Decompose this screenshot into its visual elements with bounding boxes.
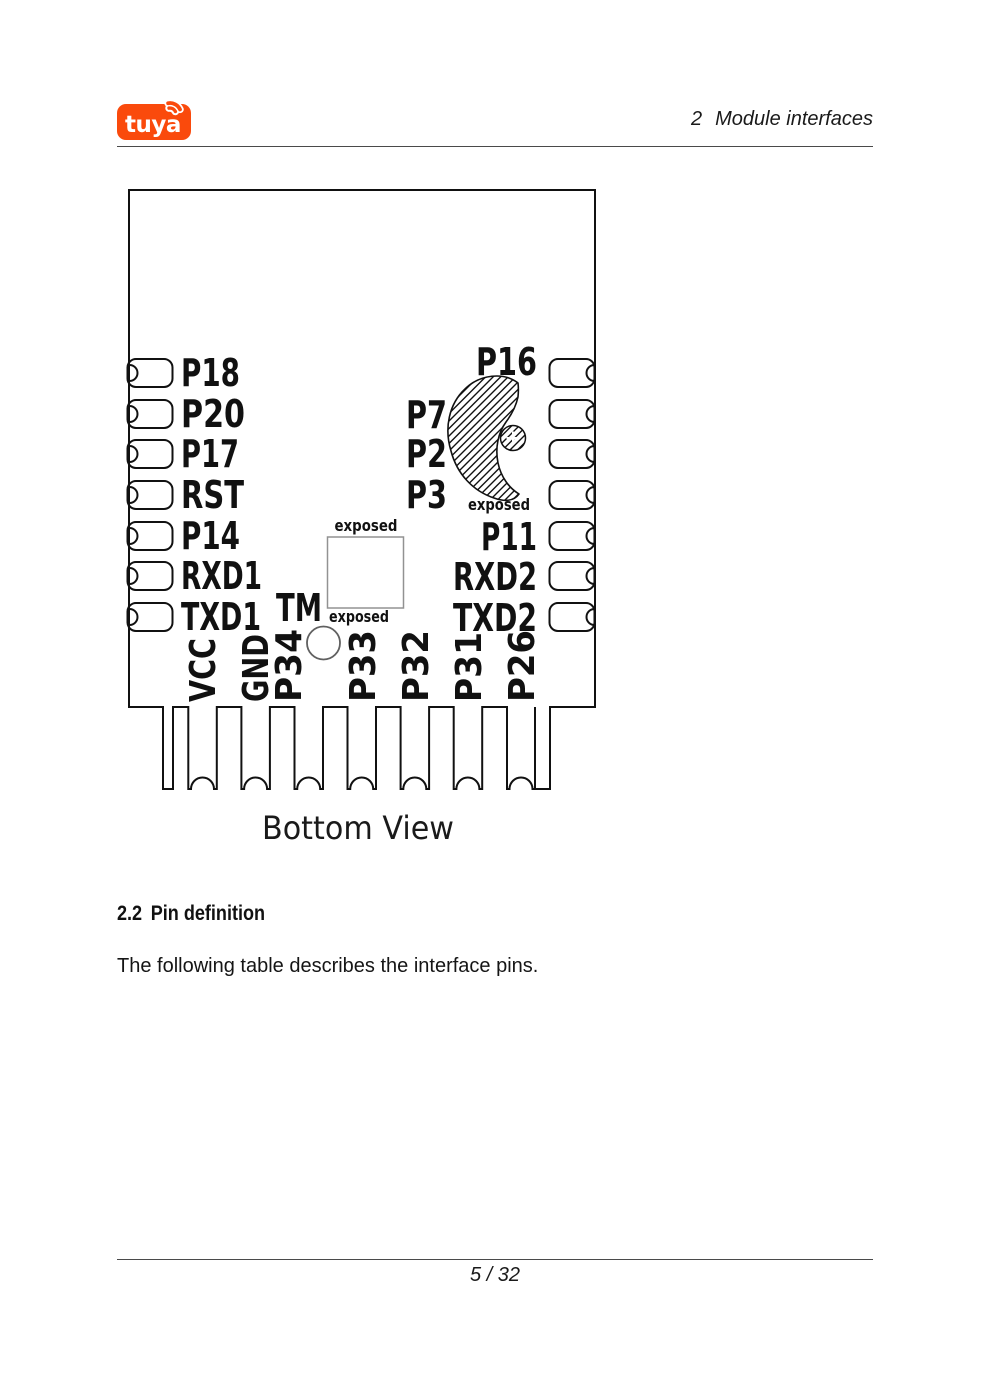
pin-label-p34: P34 [269, 629, 310, 702]
left-half-holes [129, 364, 139, 626]
pin-label-p14: P14 [181, 514, 240, 558]
section-number: 2.2 [117, 902, 143, 925]
tm-label: TM [276, 586, 322, 630]
pin-label-rxd1: RXD1 [181, 554, 262, 598]
footer-rule [117, 1259, 873, 1260]
antenna-feed-cross [506, 431, 520, 445]
tuya-logo: tuya [117, 99, 195, 148]
pin-label-p26: P26 [502, 630, 543, 702]
exposed-label-pad-top: exposed [335, 516, 398, 535]
pin-label-p2: P2 [406, 432, 447, 476]
signal-icon [167, 106, 178, 114]
page-number: 5 / 32 [469, 1264, 521, 1286]
diagram-caption: Bottom View [262, 809, 454, 847]
logo-text: tuya [125, 112, 181, 138]
pin-label-gnd: GND [236, 634, 277, 702]
pin-label-rxd2: RXD2 [453, 555, 537, 599]
pin-label-txd1: TXD1 [181, 595, 261, 639]
right-pin-labels: P16 P11 RXD2 TXD2 [453, 340, 537, 640]
pin-label-p3: P3 [406, 473, 447, 517]
right-pin-pads [548, 358, 596, 632]
antenna-area [447, 375, 520, 502]
pin-label-p32: P32 [396, 630, 437, 702]
chapter-heading: 2 Module interfaces [691, 108, 873, 131]
pin-label-p16: P16 [476, 340, 537, 384]
pin-label-p33: P33 [343, 630, 384, 702]
pin-label-txd2: TXD2 [453, 596, 537, 640]
tuya-logo-icon: tuya [117, 99, 191, 140]
exposed-pad-square [326, 536, 405, 609]
bottom-pin-labels: VCC GND P34 P33 P32 P31 P26 [183, 629, 543, 702]
left-pin-labels: P18 P20 P17 RST P14 RXD1 TXD1 [181, 351, 262, 639]
pin-label-p18: P18 [181, 351, 240, 395]
pin-label-p17: P17 [181, 432, 239, 476]
pin-label-vcc: VCC [183, 638, 224, 702]
bottom-view-diagram: P18 P20 P17 RST P14 RXD1 TXD1 P7 P2 P3 P… [126, 189, 596, 847]
pin-label-p7: P7 [406, 393, 447, 437]
pin-label-rst: RST [181, 473, 244, 517]
pin-label-p11: P11 [481, 515, 537, 559]
left-pin-pads [126, 358, 174, 632]
module-outline [128, 189, 596, 790]
pin-label-p20: P20 [181, 392, 245, 436]
section-heading: 2.2 Pin definition [117, 902, 265, 926]
chapter-number: 2 [691, 108, 703, 130]
header-rule [117, 146, 873, 147]
inner-pin-labels: P7 P2 P3 [406, 393, 447, 517]
section-title: Pin definition [150, 902, 266, 925]
body-paragraph: The following table describes the interf… [117, 955, 539, 977]
chapter-title: Module interfaces [715, 108, 873, 130]
pin-label-p31: P31 [449, 632, 490, 702]
exposed-label-pad-bottom: exposed [329, 607, 389, 626]
exposed-label-antenna: exposed [468, 495, 530, 514]
test-point-circle [306, 625, 341, 661]
right-half-holes [585, 364, 595, 626]
